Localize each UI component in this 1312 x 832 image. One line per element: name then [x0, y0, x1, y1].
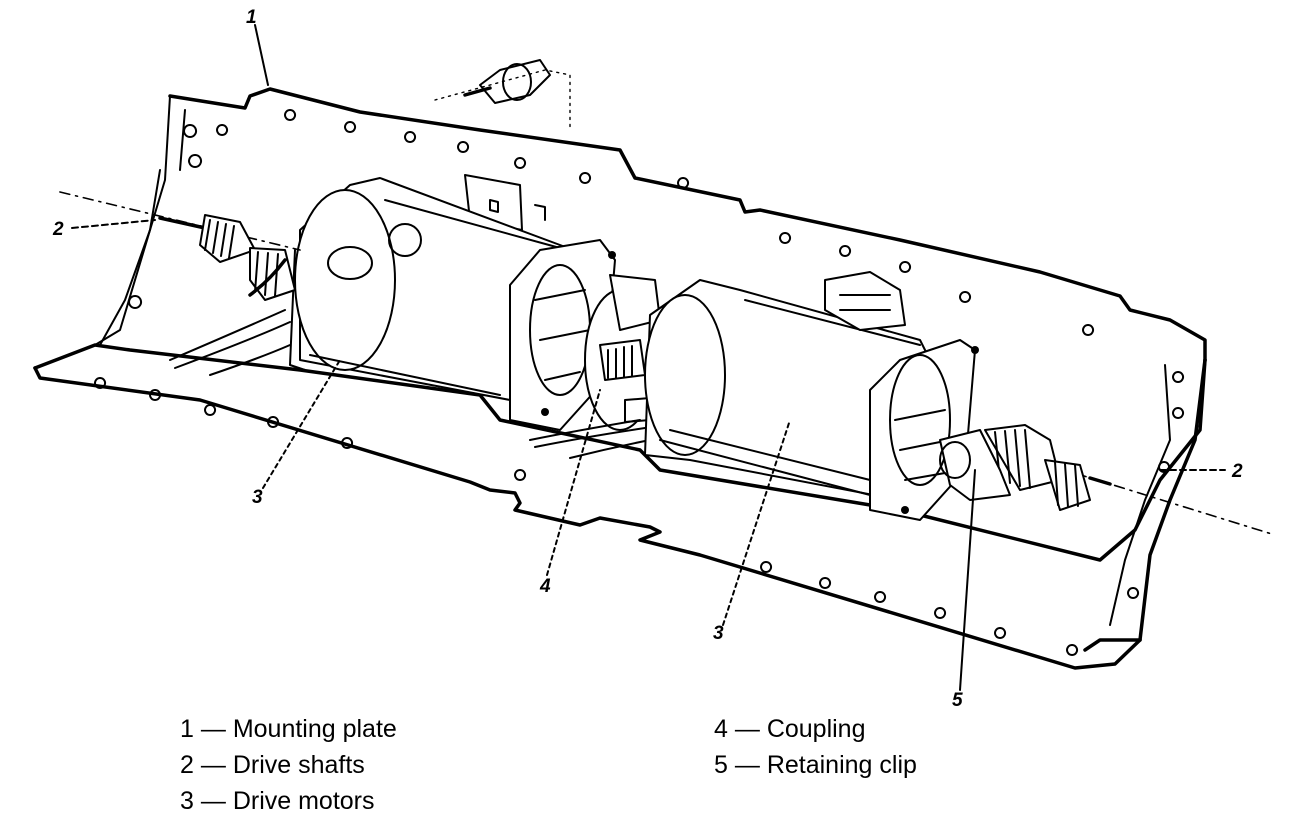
leader-lines: [71, 24, 1226, 691]
legend-number: 5: [714, 751, 728, 779]
legend-number: 1: [180, 715, 194, 743]
legend-number: 2: [180, 751, 194, 779]
coupling: [529, 274, 661, 459]
callout-2-right-label: 2: [1232, 461, 1243, 482]
callout-3-left-label: 3: [252, 487, 263, 508]
legend-item: 5 — Retaining clip: [714, 753, 917, 778]
mounting-plate: [33, 87, 1207, 670]
callout-4-label: 4: [540, 576, 551, 597]
drive-motor-left: [289, 177, 616, 431]
drive-shaft-right: [984, 424, 1276, 536]
callout-1-label: 1: [246, 7, 257, 28]
drive-shaft-left: [59, 191, 301, 376]
legend-item: 4 — Coupling: [714, 717, 866, 742]
legend-separator: —: [200, 751, 226, 779]
callout-5-label: 5: [952, 690, 963, 711]
legend-separator: —: [734, 751, 760, 779]
top-connector: [434, 59, 571, 131]
legend-separator: —: [200, 787, 226, 815]
legend-text: Mounting plate: [232, 715, 397, 743]
legend-text: Coupling: [766, 715, 866, 743]
callout-2-left-label: 2: [53, 219, 64, 240]
legend-item: 3 — Drive motors: [180, 789, 375, 814]
legend-separator: —: [200, 715, 226, 743]
legend-number: 3: [180, 787, 194, 815]
legend-text: Retaining clip: [766, 751, 917, 779]
legend-text: Drive shafts: [232, 751, 365, 779]
legend-text: Drive motors: [232, 787, 375, 815]
callout-3-right-label: 3: [713, 623, 724, 644]
retaining-clip: [939, 429, 1011, 501]
legend-item: 1 — Mounting plate: [180, 717, 397, 742]
legend-separator: —: [734, 715, 760, 743]
legend-item: 2 — Drive shafts: [180, 753, 365, 778]
drive-motor-right: [644, 271, 979, 521]
legend-number: 4: [714, 715, 728, 743]
